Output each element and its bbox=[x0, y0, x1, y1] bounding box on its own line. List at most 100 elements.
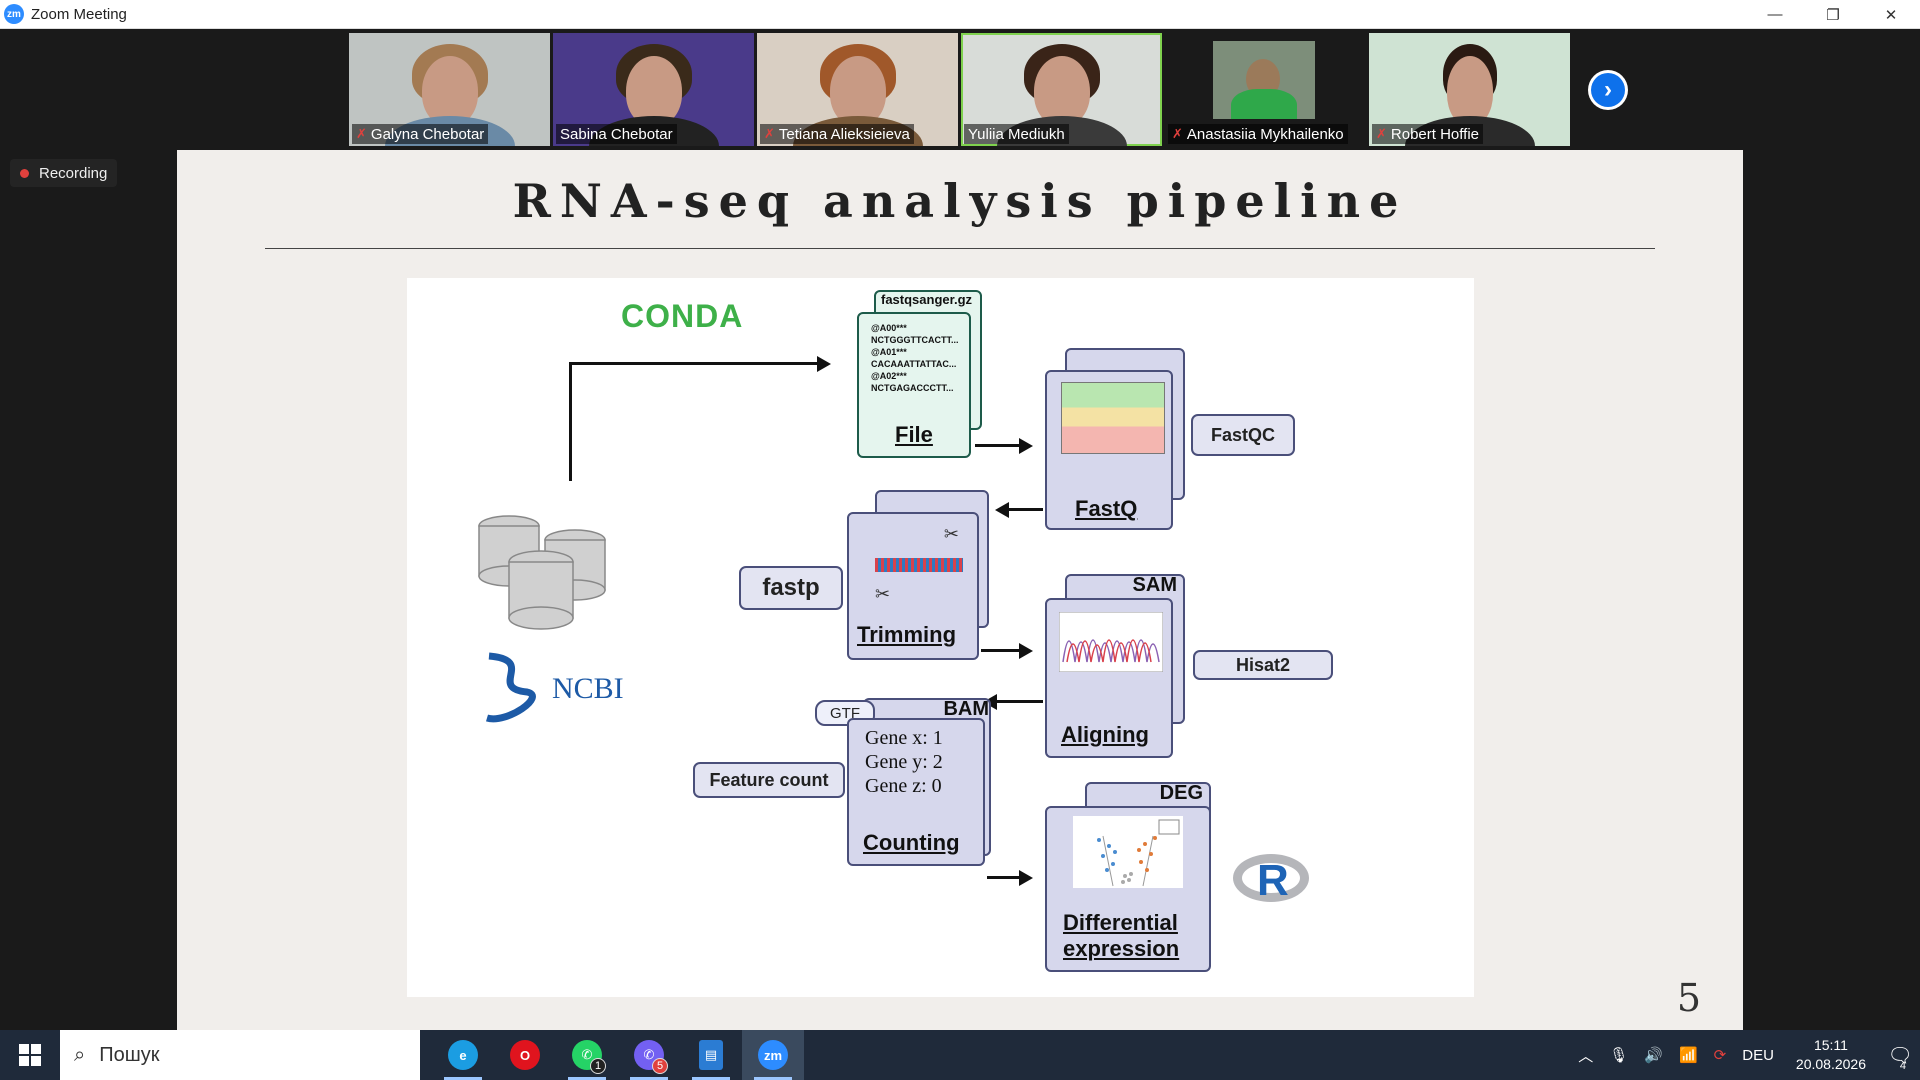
slide-divider bbox=[265, 248, 1655, 249]
fastq-line: NCTGAGACCCTT... bbox=[871, 383, 954, 393]
fastq-line: NCTGGGTTCACTT... bbox=[871, 335, 959, 345]
running-indicator bbox=[444, 1077, 482, 1080]
clock-time: 15:11 bbox=[1813, 1037, 1848, 1053]
participant-tile[interactable]: ✗Robert Hoffie bbox=[1369, 33, 1570, 146]
windows-start-button[interactable] bbox=[0, 1030, 60, 1080]
fastq-lines: @A00*** NCTGGGTTCACTT... @A01*** CACAAAT… bbox=[871, 322, 959, 394]
arrowhead-icon bbox=[1019, 643, 1033, 659]
gtf-tag: GTF bbox=[815, 700, 875, 726]
video-figure bbox=[1033, 55, 1090, 126]
participant-name: ✗Robert Hoffie bbox=[1372, 124, 1484, 144]
chevron-up-icon[interactable]: ︿ bbox=[1578, 1047, 1594, 1065]
search-placeholder: Пошук bbox=[99, 1043, 160, 1066]
zoom-app-button[interactable]: zm bbox=[742, 1030, 804, 1080]
file-label: File bbox=[895, 422, 933, 447]
scissors-icon: ✂ bbox=[943, 524, 959, 544]
participant-tile[interactable]: ✗Tetiana Alieksieieva bbox=[757, 33, 958, 146]
notification-icon: 🗨 bbox=[1887, 1044, 1913, 1067]
viber-app-button[interactable]: ✆5 bbox=[618, 1030, 680, 1080]
ncbi-logo: NCBI bbox=[552, 672, 624, 705]
running-indicator bbox=[754, 1077, 792, 1080]
wifi-icon[interactable]: 📶 bbox=[1678, 1047, 1698, 1064]
sync-icon[interactable]: ⟳ bbox=[1713, 1047, 1727, 1064]
edge-app-button[interactable]: e bbox=[432, 1030, 494, 1080]
search-icon: ⌕ bbox=[74, 1043, 86, 1066]
whatsapp-app-button[interactable]: ✆1 bbox=[556, 1030, 618, 1080]
connector-arrow bbox=[975, 444, 1021, 447]
whatsapp-icon: ✆ bbox=[572, 1040, 602, 1070]
bam-badge: BAM bbox=[943, 698, 989, 720]
aligning-card: Aligning bbox=[1045, 598, 1173, 758]
file-card: fastqsanger.gz @A00*** NCTGGGTTCACTT... … bbox=[857, 292, 972, 458]
pipeline-diagram: CONDA NCBI fastqsanger.gz bbox=[407, 278, 1474, 997]
clock[interactable]: 15:11 20.08.2026 bbox=[1796, 1036, 1866, 1074]
notification-badge: 5 bbox=[652, 1058, 668, 1074]
slide-title: RNA-seq analysis pipeline bbox=[512, 174, 1408, 228]
volcano-plot bbox=[1073, 816, 1183, 888]
zoom-logo-icon: zm bbox=[4, 4, 24, 24]
connector-arrow bbox=[1007, 508, 1043, 511]
ncbi-helix-icon bbox=[486, 652, 536, 723]
connector-arrow bbox=[995, 700, 1043, 703]
window-title: Zoom Meeting bbox=[31, 5, 127, 23]
diff-card: Differential expression bbox=[1045, 806, 1211, 972]
scissors-icon: ✂ bbox=[875, 584, 891, 604]
gene-count: Gene z: 0 bbox=[865, 775, 942, 797]
language-indicator[interactable]: DEU bbox=[1742, 1046, 1774, 1064]
notifications-button[interactable]: 🗨 4 bbox=[1880, 1030, 1920, 1080]
participant-name: ✗Galyna Chebotar bbox=[352, 124, 489, 144]
next-page-button[interactable]: › bbox=[1588, 70, 1628, 110]
trimming-label: Trimming bbox=[857, 622, 957, 647]
participant-tile[interactable]: Sabina Chebotar bbox=[553, 33, 754, 146]
notification-badge: 1 bbox=[590, 1058, 606, 1074]
r-logo-ring bbox=[1233, 854, 1309, 902]
hisat2-tool: Hisat2 bbox=[1193, 650, 1333, 680]
arrowhead-icon bbox=[1019, 438, 1033, 454]
chromatogram-plot bbox=[1059, 612, 1163, 672]
mic-muted-icon: ✗ bbox=[1172, 126, 1183, 141]
gene-count: Gene y: 2 bbox=[865, 751, 943, 773]
feature-count-tool: Feature count bbox=[693, 762, 845, 798]
file-header: fastqsanger.gz bbox=[881, 292, 973, 307]
recording-label: Recording bbox=[39, 164, 108, 182]
minimize-button[interactable]: — bbox=[1767, 6, 1783, 23]
meeting-stage: ✗Galyna Chebotar Sabina Chebotar ✗Tetian… bbox=[0, 29, 1920, 1030]
chevron-right-icon: › bbox=[1591, 73, 1625, 107]
video-figure bbox=[829, 55, 886, 126]
system-tray: ︿ 🎙 🔊 📶 ⟳ DEU 15:11 20.08.2026 🗨 4 bbox=[1570, 1030, 1920, 1080]
fastq-line: @A00*** bbox=[871, 323, 907, 333]
close-button[interactable]: ✕ bbox=[1884, 6, 1898, 24]
participant-tile[interactable]: ✗Anastasiia Mykhailenko bbox=[1165, 33, 1366, 146]
windows-logo-icon bbox=[19, 1044, 41, 1066]
volume-icon[interactable]: 🔊 bbox=[1644, 1047, 1663, 1064]
trimming-card: ✂ ✂ Trimming bbox=[847, 512, 979, 660]
read-strand bbox=[875, 558, 963, 572]
deg-badge: DEG bbox=[1159, 782, 1203, 804]
r-logo-letter: R bbox=[1257, 856, 1289, 905]
fastp-tool: fastp bbox=[739, 566, 843, 610]
record-dot-icon bbox=[20, 168, 29, 178]
files-app-button[interactable]: ▤ bbox=[680, 1030, 742, 1080]
opera-app-button[interactable]: O bbox=[494, 1030, 556, 1080]
conda-logo: CONDA bbox=[621, 298, 744, 334]
video-figure bbox=[421, 55, 478, 126]
counting-card: Gene x: 1 Gene y: 2 Gene z: 0 Counting bbox=[847, 718, 985, 866]
participant-strip: ✗Galyna Chebotar Sabina Chebotar ✗Tetian… bbox=[349, 33, 1570, 146]
mic-muted-icon: ✗ bbox=[1376, 126, 1387, 141]
counting-label: Counting bbox=[863, 830, 960, 855]
r-logo: R bbox=[1233, 848, 1313, 908]
taskbar-search[interactable]: ⌕ Пошук bbox=[60, 1030, 420, 1080]
slide-page-number: 5 bbox=[1676, 976, 1701, 1020]
participant-name: Sabina Chebotar bbox=[556, 124, 677, 144]
gene-counts: Gene x: 1 Gene y: 2 Gene z: 0 bbox=[865, 726, 943, 798]
mic-muted-icon: ✗ bbox=[356, 126, 367, 141]
video-frame bbox=[1213, 41, 1315, 119]
recording-indicator[interactable]: Recording bbox=[10, 159, 118, 187]
diff-label-1: Differential bbox=[1063, 910, 1178, 935]
connector-arrow bbox=[987, 876, 1021, 879]
restore-button[interactable]: ❐ bbox=[1826, 6, 1840, 24]
participant-tile-active[interactable]: Yuliia Mediukh bbox=[961, 33, 1162, 146]
microphone-icon[interactable]: 🎙 bbox=[1609, 1047, 1629, 1064]
edge-icon: e bbox=[448, 1040, 478, 1070]
participant-tile[interactable]: ✗Galyna Chebotar bbox=[349, 33, 550, 146]
